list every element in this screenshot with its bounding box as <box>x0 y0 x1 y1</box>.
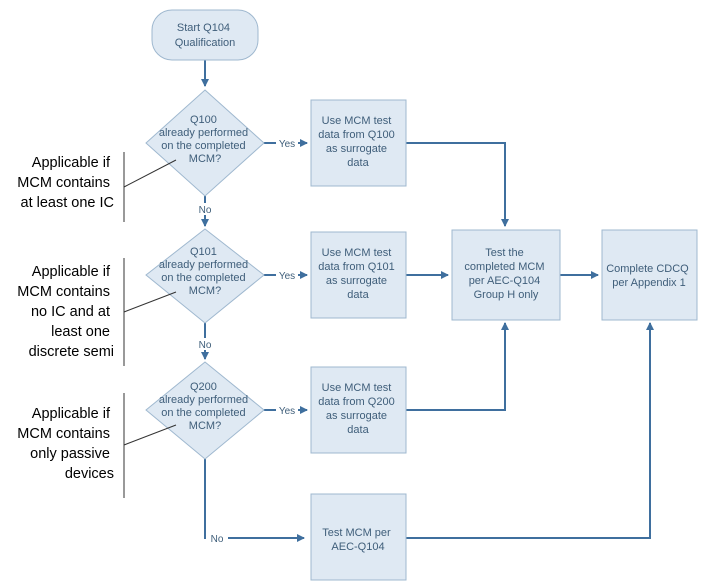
decision-q101-line-4: MCM? <box>189 285 221 297</box>
yes-label-q200: Yes <box>279 406 295 417</box>
svg-text:Test MCM per AEC-Q104: Test MCM per AEC-Q104 <box>322 527 394 553</box>
decision-q100-line-4: MCM? <box>189 153 221 165</box>
connector-sur100-to-testh <box>406 142 509 227</box>
svg-text:Complete CDCQ per Append: Complete CDCQ per Appendix 1 <box>606 263 692 289</box>
test-full-line-1: Test MCM per <box>322 527 391 539</box>
surrogate-q200-line-3: as surrogate <box>326 410 387 422</box>
start-line-2: Qualification <box>175 37 236 49</box>
connector-q200-no <box>204 459 305 542</box>
surrogate-q101-box: Use MCM test data from Q101 as surrogate… <box>310 231 407 319</box>
svg-text:Applicable if MCM contai: Applicable if MCM contains no IC and at … <box>17 264 114 360</box>
decision-q200-line-3: on the completed <box>161 407 245 419</box>
connector-sur200-to-testh <box>406 322 509 411</box>
decision-q100-line-3: on the completed <box>161 140 245 152</box>
note-q100-line-3: at least one IC <box>21 195 115 211</box>
svg-text:Applicable if MCM contai: Applicable if MCM contains at least one … <box>17 155 114 211</box>
svg-text:Applicable if MCM contai: Applicable if MCM contains only passive … <box>17 406 114 482</box>
surrogate-q101-line-3: as surrogate <box>326 275 387 287</box>
yes-label-q100: Yes <box>279 139 295 150</box>
no-label-q100: No <box>199 205 212 216</box>
surrogate-q100-line-2: data from Q100 <box>318 129 394 141</box>
svg-text:Start Q104 Qualification: Start Q104 Qualification <box>175 22 236 49</box>
start-line-1: Start Q104 <box>177 22 230 34</box>
note-q101-line-3: no IC and at <box>31 304 110 320</box>
surrogate-q100-box: Use MCM test data from Q100 as surrogate… <box>310 99 407 187</box>
start-node: Start Q104 Qualification <box>151 9 259 61</box>
connectors <box>201 60 654 542</box>
decision-q101-line-2: already performed <box>159 259 248 271</box>
surrogate-q200-line-2: data from Q200 <box>318 396 394 408</box>
svg-text:Q200 already performed: Q200 already performed on the completed … <box>159 381 251 432</box>
no-label-q101: No <box>199 340 212 351</box>
surrogate-q100-line-3: as surrogate <box>326 143 387 155</box>
note-q101-line-2: MCM contains <box>17 284 110 300</box>
decision-q101-line-3: on the completed <box>161 272 245 284</box>
test-group-h-line-2: completed MCM <box>464 261 544 273</box>
svg-text:Use MCM test data from Q: Use MCM test data from Q200 as surrogate… <box>318 382 398 436</box>
decision-q200-line-4: MCM? <box>189 420 221 432</box>
note-q100-line-1: Applicable if <box>32 155 111 171</box>
note-q100: Applicable if MCM contains at least one … <box>17 152 177 222</box>
note-q101-bracket <box>123 258 177 366</box>
note-q101: Applicable if MCM contains no IC and at … <box>17 258 177 366</box>
note-q100-line-2: MCM contains <box>17 175 110 191</box>
edge-labels: Yes Yes Yes No No No <box>194 137 298 545</box>
decision-q200: Q200 already performed on the completed … <box>145 361 265 460</box>
note-q101-line-5: discrete semi <box>29 344 114 360</box>
note-q200-line-2: MCM contains <box>17 426 110 442</box>
note-q101-line-4: least one <box>51 324 110 340</box>
note-q200: Applicable if MCM contains only passive … <box>17 393 177 498</box>
connector-testfull-to-cdcq <box>406 322 654 539</box>
test-group-h-line-3: per AEC-Q104 <box>469 275 541 287</box>
surrogate-q100-line-1: Use MCM test <box>322 115 392 127</box>
note-q100-bracket <box>123 152 177 222</box>
note-q200-bracket <box>123 393 177 498</box>
svg-text:Q101 already performed: Q101 already performed on the completed … <box>159 246 251 297</box>
decision-q200-line-2: already performed <box>159 394 248 406</box>
test-group-h-line-4: Group H only <box>474 289 539 301</box>
note-q200-line-3: only passive <box>30 446 110 462</box>
decision-q100-line-2: already performed <box>159 127 248 139</box>
surrogate-q100-line-4: data <box>347 157 369 169</box>
note-q101-line-1: Applicable if <box>32 264 111 280</box>
svg-text:Use MCM test data from Q: Use MCM test data from Q100 as surrogate… <box>318 115 398 169</box>
svg-text:Test the completed MCM: Test the completed MCM per AEC-Q104 Grou… <box>464 247 547 301</box>
surrogate-q200-line-4: data <box>347 424 369 436</box>
decision-q101: Q101 already performed on the completed … <box>145 228 265 324</box>
surrogate-q101-line-4: data <box>347 289 369 301</box>
test-full-line-2: AEC-Q104 <box>331 541 384 553</box>
decision-q101-line-1: Q101 <box>190 246 217 258</box>
yes-label-q101: Yes <box>279 271 295 282</box>
decision-q100-line-1: Q100 <box>190 114 217 126</box>
test-group-h-line-1: Test the <box>485 247 524 259</box>
note-q200-line-4: devices <box>65 466 114 482</box>
surrogate-q200-line-1: Use MCM test <box>322 382 392 394</box>
svg-text:Use MCM test data from Q: Use MCM test data from Q101 as surrogate… <box>318 247 398 301</box>
complete-cdcq-line-2: per Appendix 1 <box>612 277 685 289</box>
decision-q100: Q100 already performed on the completed … <box>145 89 265 197</box>
svg-text:Q100 already performed: Q100 already performed on the completed … <box>159 114 251 165</box>
no-label-q200: No <box>211 534 224 545</box>
test-full-box: Test MCM per AEC-Q104 <box>310 493 407 581</box>
surrogate-q101-line-1: Use MCM test <box>322 247 392 259</box>
decision-q200-line-1: Q200 <box>190 381 217 393</box>
surrogate-q200-box: Use MCM test data from Q200 as surrogate… <box>310 366 407 454</box>
complete-cdcq-box: Complete CDCQ per Appendix 1 <box>601 229 698 321</box>
test-group-h-box: Test the completed MCM per AEC-Q104 Grou… <box>451 229 561 321</box>
surrogate-q101-line-2: data from Q101 <box>318 261 394 273</box>
note-q200-line-1: Applicable if <box>32 406 111 422</box>
complete-cdcq-line-1: Complete CDCQ <box>606 263 689 275</box>
